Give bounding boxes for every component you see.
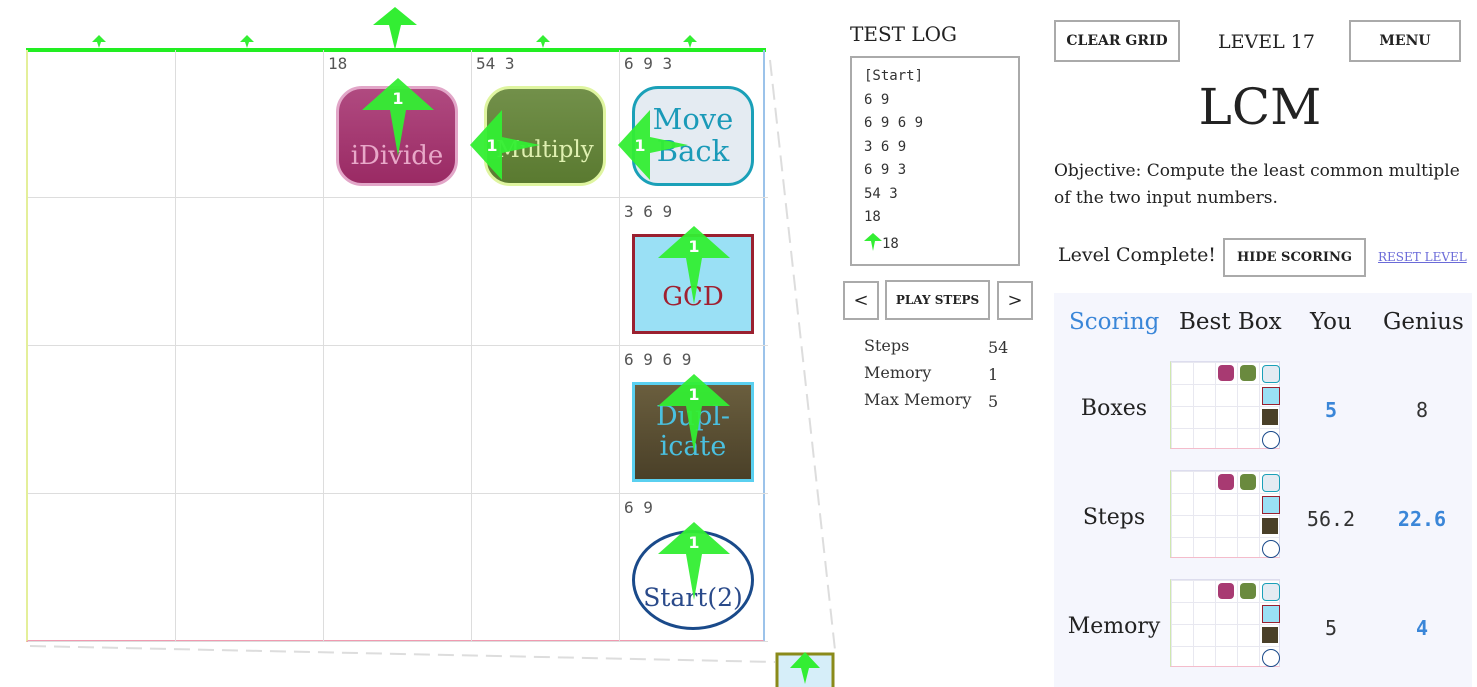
grid-cell[interactable] — [176, 50, 324, 198]
steps-value: 54 — [988, 338, 1009, 357]
level-complete-text: Level Complete! — [1058, 244, 1216, 266]
you-score: 56.2 — [1306, 507, 1356, 531]
memory-readout: 6 9 3 — [624, 54, 673, 73]
log-line: 54 3 — [864, 185, 898, 202]
grid-cell[interactable] — [28, 494, 176, 642]
genius-score: 4 — [1415, 616, 1429, 640]
log-line: 6 9 6 9 — [864, 115, 924, 131]
memory-readout: 18 — [328, 54, 348, 73]
grid-cell[interactable] — [324, 198, 472, 346]
box-label: Move Back — [652, 102, 734, 168]
grid-cell[interactable] — [28, 198, 176, 346]
level-title: LCM — [1198, 78, 1322, 136]
log-output: 18 — [864, 232, 1006, 257]
log-line: 3 6 9 — [864, 138, 907, 155]
decor-overlay — [29, 7, 836, 687]
next-step-button[interactable]: > — [997, 281, 1033, 320]
output-line — [26, 48, 766, 52]
clear-grid-button[interactable]: CLEAR GRID — [1054, 20, 1180, 62]
log-line: 6 9 — [864, 91, 890, 108]
grid-cell[interactable] — [324, 494, 472, 642]
memory-readout: 6 9 6 9 — [624, 350, 692, 369]
memory-value: 1 — [988, 365, 999, 384]
svg-text:1: 1 — [688, 237, 699, 256]
score-row-label: Memory — [1067, 614, 1161, 639]
memory-label: Memory — [864, 363, 932, 382]
up-arrow-icon[interactable]: 1 — [650, 522, 740, 602]
small-up-arrow-icon — [536, 35, 550, 48]
small-up-arrow-icon — [683, 35, 697, 48]
genius-score: 22.6 — [1397, 507, 1447, 531]
best-box-thumbnail[interactable] — [1170, 579, 1280, 667]
small-up-arrow-icon — [92, 35, 106, 48]
score-row-label: Steps — [1082, 505, 1146, 530]
max-memory-value: 5 — [988, 392, 999, 411]
grid-cell[interactable]: 6 9 3 Move Back 1 — [618, 50, 768, 198]
grid-cell[interactable] — [472, 198, 620, 346]
grid-cell[interactable] — [472, 346, 620, 494]
grid-cell[interactable] — [176, 346, 324, 494]
svg-text:1: 1 — [688, 385, 699, 404]
you-header: You — [1310, 309, 1352, 335]
you-score: 5 — [1324, 398, 1338, 422]
log-line: [Start] — [864, 68, 924, 84]
left-arrow-icon[interactable]: 1 — [618, 110, 708, 180]
svg-text:1: 1 — [688, 533, 699, 552]
svg-text:1: 1 — [634, 136, 645, 155]
output-arrow-icon — [864, 232, 882, 251]
grid-cell[interactable] — [472, 494, 620, 642]
svg-text:1: 1 — [392, 89, 403, 108]
up-arrow-icon[interactable]: 1 — [650, 226, 740, 306]
grid-cell[interactable]: 3 6 9 GCD1 — [620, 198, 768, 346]
multiply-box[interactable]: Multiply — [484, 86, 606, 186]
test-log: [Start] 6 9 6 9 6 9 3 6 9 6 9 3 54 3 18 18 — [850, 56, 1020, 266]
left-arrow-icon[interactable]: 1 — [470, 110, 560, 180]
reset-level-link[interactable]: RESET LEVEL — [1378, 250, 1467, 264]
grid-cell[interactable] — [176, 494, 324, 642]
level-label: LEVEL 17 — [1218, 31, 1315, 53]
scoring-panel: Scoring Best Box You Genius Boxes 5 8 St… — [1054, 293, 1472, 687]
score-row-label: Boxes — [1080, 396, 1148, 421]
memory-readout: 54 3 — [476, 54, 515, 73]
output-up-arrow-icon — [373, 7, 417, 50]
log-line: 6 9 3 — [864, 162, 907, 178]
output-arrows — [92, 7, 697, 50]
menu-button[interactable]: MENU — [1349, 20, 1461, 62]
objective-text: Objective: Compute the least common mult… — [1054, 161, 1460, 208]
small-up-arrow-icon — [240, 35, 254, 48]
steps-label: Steps — [864, 336, 910, 355]
genius-score: 8 — [1415, 398, 1429, 422]
genius-header: Genius — [1383, 309, 1464, 335]
best-box-thumbnail[interactable] — [1170, 470, 1280, 558]
best-box-header: Best Box — [1179, 309, 1282, 335]
play-steps-button[interactable]: PLAY STEPS — [885, 280, 990, 320]
you-score: 5 — [1324, 616, 1338, 640]
log-line: 18 — [864, 209, 881, 225]
max-memory-label: Max Memory — [864, 390, 972, 409]
test-log-title: TEST LOG — [850, 22, 957, 46]
hide-scoring-button[interactable]: HIDE SCORING — [1223, 238, 1366, 277]
grid-cell[interactable] — [28, 50, 176, 198]
best-box-thumbnail[interactable] — [1170, 361, 1280, 449]
grid-cell[interactable]: 6 9 Start(2)1 — [620, 494, 768, 642]
up-arrow-icon[interactable]: 1 — [354, 78, 444, 158]
grid-cell[interactable] — [28, 346, 176, 494]
up-arrow-icon[interactable]: 1 — [650, 374, 740, 454]
scoring-title: Scoring — [1069, 309, 1160, 335]
grid-cell[interactable] — [176, 198, 324, 346]
memory-readout: 6 9 — [624, 498, 653, 517]
svg-text:1: 1 — [486, 136, 497, 155]
grid-cell[interactable] — [324, 346, 472, 494]
prev-step-button[interactable]: < — [843, 281, 879, 320]
memory-readout: 3 6 9 — [624, 202, 673, 221]
